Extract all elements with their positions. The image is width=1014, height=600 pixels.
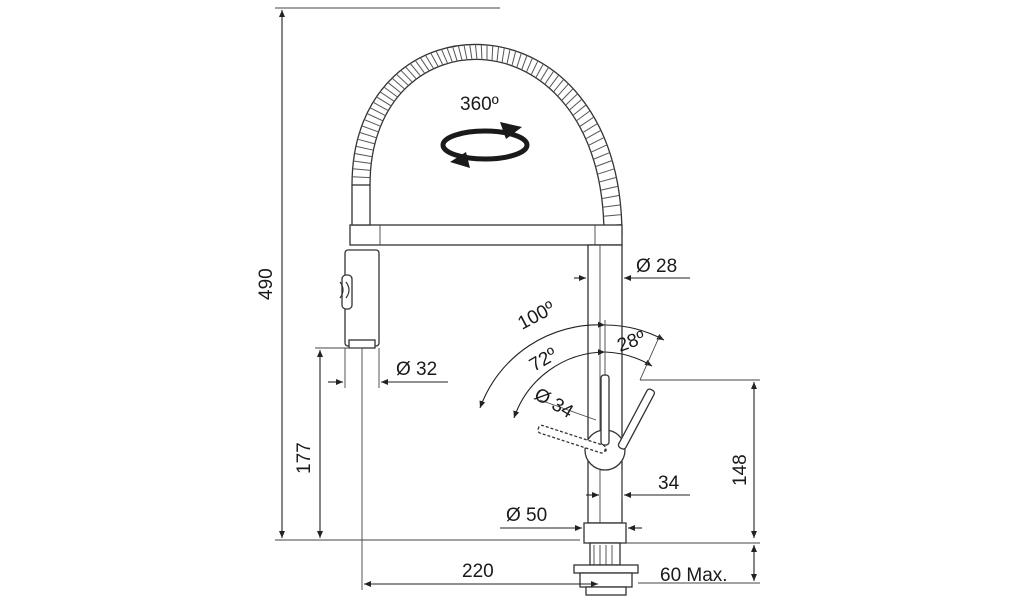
hose-coil-rib [409, 63, 421, 77]
hose-coil-rib [357, 138, 375, 145]
hose-coil-rib [430, 52, 439, 67]
hose-coil-rib [383, 86, 398, 98]
hand-spray [339, 249, 380, 349]
hose-coil-rib [548, 74, 560, 89]
total-height-label: 490 [256, 268, 277, 300]
rotation-label: 360º [460, 94, 499, 115]
hose-coil-rib [572, 104, 587, 116]
handspray-diameter-label: Ø 32 [396, 359, 437, 380]
lever-offset-label: 34 [658, 473, 680, 494]
dim-total-height [275, 7, 580, 541]
hose-coil-rib [425, 54, 435, 69]
hose-coil-rib [366, 113, 384, 122]
hose-coil-rib [506, 49, 511, 65]
lever-height-label: 148 [730, 454, 751, 486]
reach-label: 220 [462, 561, 494, 582]
hose-coil-rib [593, 152, 610, 160]
hose-coil-rib [496, 46, 500, 62]
hose-coil-rib [600, 185, 619, 191]
hose-coil-rib [501, 47, 505, 63]
hose-coil-rib [597, 168, 615, 175]
hose-coil-rib [359, 131, 377, 139]
hose-coil-rib [414, 60, 426, 74]
hose-coil-rib [530, 60, 539, 76]
swing-angle-label: 100º [514, 298, 558, 335]
hose-coil-rib [544, 70, 555, 85]
hose-coil-rib [376, 96, 392, 107]
dim-reach [361, 348, 598, 590]
hose-coil-rib [576, 110, 591, 122]
dim-handspray-diameter [328, 348, 448, 388]
hose-coil-rib [457, 45, 463, 61]
hose-coil-rib [491, 45, 494, 61]
base-diameter-label: Ø 50 [506, 505, 547, 526]
hose-coil-rib [553, 78, 565, 93]
hose-coil-rib [469, 44, 473, 60]
hose-coil-rib [525, 57, 533, 73]
hose-coil-rib [588, 137, 605, 146]
hose-coil-rib [446, 47, 453, 63]
lever-handles [537, 374, 656, 454]
swivel-arm [349, 184, 623, 246]
dim-angles [479, 320, 665, 421]
rotation-arrow-icon [440, 122, 530, 168]
deck-thickness-label: 60 Max. [660, 565, 728, 586]
hose-coil-rib [400, 69, 413, 83]
hose-coil-rib [602, 204, 621, 208]
hose-coil-rib [435, 50, 444, 66]
hose-coil-rib [355, 145, 374, 151]
hose-coil-rib [353, 160, 372, 164]
hose-coil-rib [391, 77, 406, 90]
hose-coil-rib [354, 152, 373, 158]
hose-coil-rib [579, 116, 595, 128]
hose-coil-rib [405, 66, 417, 80]
hose-coil-rib [585, 129, 602, 140]
hose-coil-rib [535, 63, 544, 78]
hose-coil-rib [539, 67, 549, 82]
hose-coil-rib [441, 49, 449, 64]
hose-coil-rib [568, 98, 583, 111]
hose-coil-rib [419, 57, 430, 72]
hose-coil-rib [474, 44, 478, 60]
hose-coil-rib [396, 73, 409, 86]
body-diameter-label: Ø 34 [531, 384, 578, 423]
hose-coil-rib [361, 125, 379, 133]
hose-coil-rib [480, 44, 483, 60]
hose-coil-rib [511, 50, 517, 66]
hose-coil-rib [590, 144, 608, 153]
hose-coil-rib [379, 91, 395, 102]
hose-coil-rib [603, 214, 622, 217]
dim-lever-height [640, 379, 760, 538]
hose-coil-rib [557, 83, 569, 97]
dim-deck-thickness [626, 542, 760, 584]
hose-coil-rib [372, 101, 389, 112]
hose-coil-rib [364, 119, 381, 127]
hose-coil-rib [521, 55, 528, 70]
hose-coil-rib [599, 176, 617, 183]
handspray-height-label: 177 [294, 442, 315, 474]
dim-lever-offset [586, 470, 690, 500]
dim-handspray-height [315, 347, 362, 538]
hose-coil-rib [463, 44, 468, 60]
lever-angle-front-label: 72º [526, 344, 561, 376]
hose-coil-rib [601, 194, 620, 200]
hose-coil-rib [516, 52, 522, 68]
hose-coil-rib [387, 82, 402, 94]
hose-coil-rib [369, 107, 386, 117]
hose-coil-rib [561, 88, 574, 101]
hose-coil-rib [595, 160, 613, 168]
spout-diameter-label: Ø 28 [636, 256, 677, 277]
hose-coil-rib [565, 93, 578, 106]
hose-coil-rib [352, 176, 371, 179]
hose-coil-rib [452, 46, 458, 62]
spring-hose [351, 43, 623, 236]
hose-coil-rib [582, 123, 598, 134]
hose-coil-rib [352, 168, 371, 171]
